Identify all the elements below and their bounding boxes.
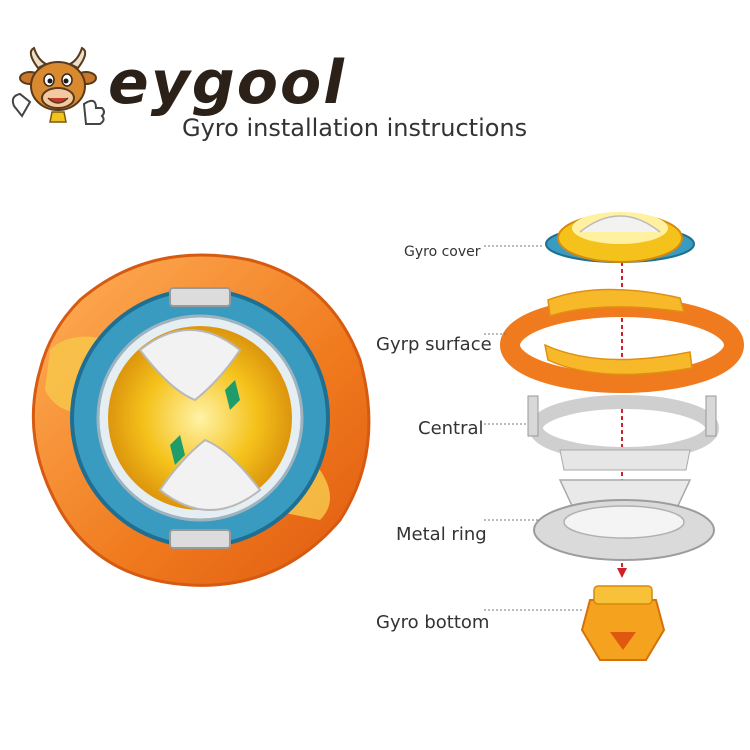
assembled-gyro-image [31,253,371,587]
gyro-surface-part [500,288,744,393]
silver-blade-bottom [158,438,262,511]
gyro-cover-part [545,212,695,263]
silver-blade-top [138,329,242,402]
silver-tab-bottom [169,529,231,549]
label-metal-ring: Metal ring [396,524,487,545]
gold-core [108,326,292,510]
cow-thumbs-up-icon [11,46,105,125]
gyro-bottom-part [580,585,666,661]
brand-logo: eygool [8,46,344,136]
brand-name: eygool [108,48,346,118]
label-central: Central [418,418,484,439]
page-title: Gyro installation instructions [182,114,528,142]
label-gyro-surface: Gyrp surface [376,334,492,355]
assembly-arrow-icon [617,568,627,578]
label-gyro-bottom: Gyro bottom [376,612,490,633]
central-part [527,395,719,471]
label-gyro-cover: Gyro cover [404,244,481,260]
green-gem-top [225,380,240,410]
green-gem-bottom [170,435,185,465]
metal-ring-part [533,479,715,561]
silver-tab-top [169,287,231,307]
